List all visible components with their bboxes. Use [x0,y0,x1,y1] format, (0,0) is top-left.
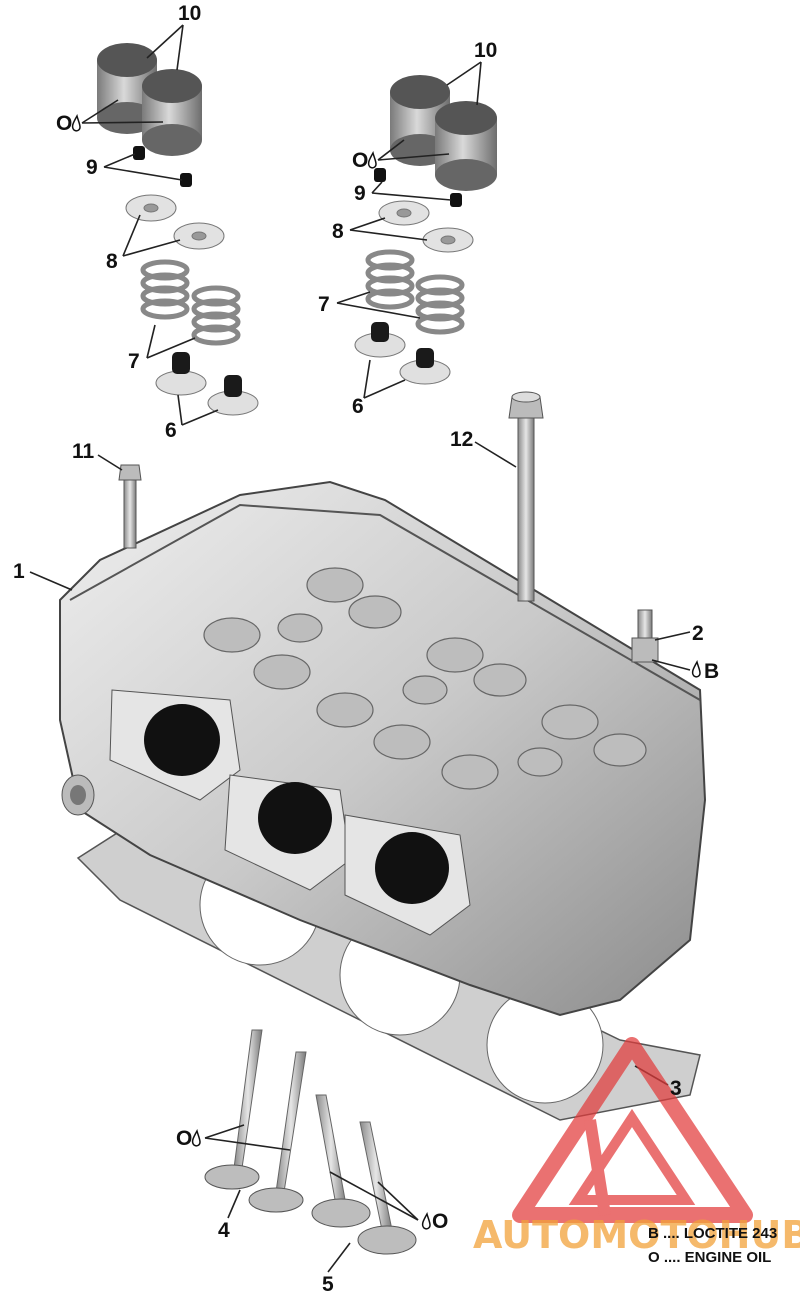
tappets-left [97,43,202,156]
callout-3: 3 [670,1077,682,1100]
lubricant-legend: B .... LOCTITE 243 O .... ENGINE OIL [648,1225,777,1266]
callout-6-left: 6 [165,419,177,442]
valve-stem-seals [155,322,451,416]
oil-mark-2: O [352,149,368,172]
callout-10-left: 10 [178,2,201,25]
callout-4: 4 [218,1219,230,1242]
callout-9-left: 9 [86,156,98,179]
oil-mark-3: O [176,1127,192,1150]
fitting-2 [631,609,659,663]
callout-10-right: 10 [474,39,497,62]
watermark-logo-icon [512,1037,753,1223]
callout-8-right: 8 [332,220,344,243]
cylinder-head [59,480,707,1017]
oil-mark-4: O [432,1210,448,1233]
callout-6-right: 6 [352,395,364,418]
callout-8-left: 8 [106,250,118,273]
bolt-11 [118,464,142,549]
tappets-right [390,75,497,191]
oil-drop-icon [421,1212,431,1230]
callout-7-right: 7 [318,293,330,316]
spring-retainers [125,194,474,253]
callout-9-right: 9 [354,182,366,205]
callout-labels: 10 10 9 9 8 8 7 7 6 6 11 12 1 2 3 4 5 [13,2,704,1296]
oil-mark-1: O [56,112,72,135]
loctite-mark: B [704,660,719,683]
oil-drop-icon [691,660,701,678]
exhaust-valves [311,1094,417,1255]
legend-engine-oil: O .... ENGINE OIL [648,1249,771,1266]
oil-drop-icon [367,151,377,169]
callout-1: 1 [13,560,25,583]
lube-markers: O O O O B [56,112,719,1233]
watermark-text: AUTOMOTOHUB [473,1213,800,1257]
intake-port-flanges [109,689,471,936]
oil-drop-icon [71,114,81,132]
bolt-12 [508,391,544,602]
intake-valves [204,1029,307,1213]
callout-11: 11 [72,440,95,463]
callout-5: 5 [322,1273,334,1296]
oil-drop-icon [191,1129,201,1147]
valve-springs [140,249,465,346]
valve-keepers [133,146,462,207]
callout-2: 2 [692,622,704,645]
callout-12: 12 [450,428,473,451]
callout-7-left: 7 [128,350,140,373]
legend-loctite: B .... LOCTITE 243 [648,1225,777,1242]
